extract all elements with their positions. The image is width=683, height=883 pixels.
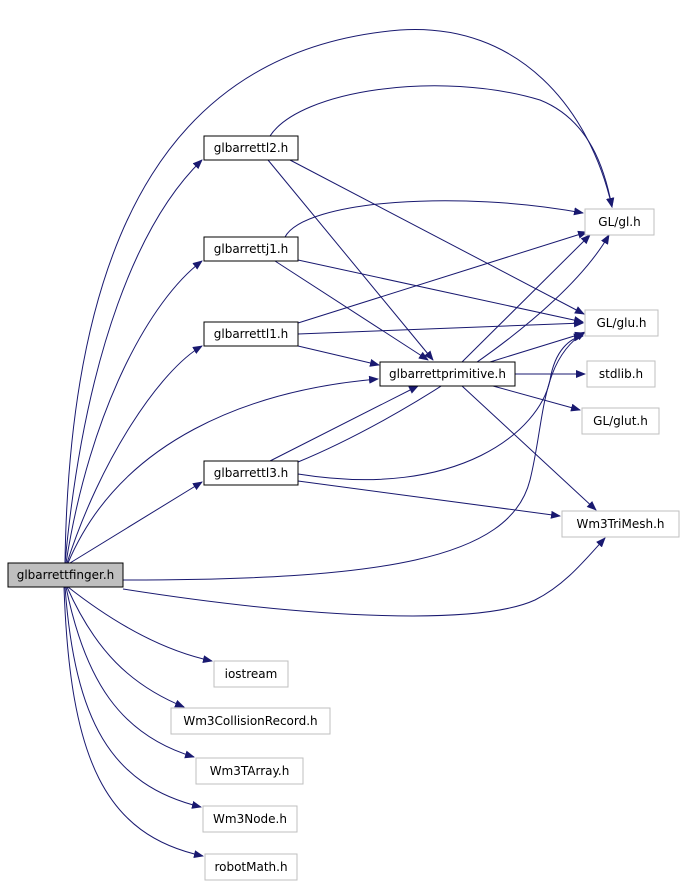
node-wm3tarray[interactable]: Wm3TArray.h (195, 757, 304, 785)
edge-glbarrettl3-to-gl_glu (297, 333, 584, 481)
edge-glbarrettfinger-to-glbarrettl1 (66, 345, 203, 564)
node-glbarrettprimitive[interactable]: glbarrettprimitive.h (379, 361, 516, 387)
node-label: Wm3TriMesh.h (576, 517, 664, 531)
node-robotmath[interactable]: robotMath.h (204, 853, 298, 881)
edge-glbarrettl3-to-glbarrettprimitive (269, 385, 419, 462)
node-label: glbarrettl1.h (214, 327, 289, 341)
node-glbarrettl2[interactable]: glbarrettl2.h (203, 135, 299, 161)
node-box (7, 562, 124, 588)
edges (63, 29, 615, 859)
node-label: stdlib.h (599, 367, 643, 381)
node-label: glbarrettj1.h (214, 242, 289, 256)
edge-glbarrettprimitive-to-gl_glut (492, 385, 581, 412)
node-box (170, 707, 331, 735)
node-box (203, 135, 299, 161)
node-label: GL/gl.h (598, 215, 640, 229)
node-box (213, 660, 289, 688)
edge-glbarrettprimitive-to-gl_glu (489, 331, 585, 363)
edge-glbarrettl3-to-wm3trimesh (297, 480, 561, 519)
node-box (203, 460, 299, 486)
edge-glbarrettfinger-to-gl_gl (64, 29, 614, 564)
node-box (202, 805, 298, 833)
node-wm3collisionrecord[interactable]: Wm3CollisionRecord.h (170, 707, 331, 735)
edge-glbarrettl2-to-gl_glu (289, 159, 585, 315)
node-label: glbarrettprimitive.h (389, 367, 506, 381)
node-box (195, 757, 304, 785)
edge-glbarrettl2-to-glbarrettprimitive (267, 159, 434, 361)
node-box (204, 853, 298, 881)
edge-glbarrettfinger-to-robotmath (63, 586, 204, 859)
node-label: glbarrettl2.h (214, 141, 289, 155)
node-glbarrettl1[interactable]: glbarrettl1.h (203, 321, 299, 347)
node-label: Wm3TArray.h (210, 764, 290, 778)
edge-glbarrettfinger-to-glbarrettl2 (64, 159, 203, 564)
edge-glbarrettfinger-to-wm3trimesh (122, 537, 606, 617)
edge-glbarrettj1-to-gl_gl (284, 200, 584, 238)
edge-glbarrettprimitive-to-wm3trimesh (461, 385, 597, 511)
nodes: glbarrettfinger.h glbarrettl2.h glbarrettj… (7, 135, 680, 881)
node-box (561, 510, 680, 538)
edge-glbarrettl2-to-gl_gl (269, 85, 615, 208)
node-box (203, 236, 299, 262)
edge-glbarrettj1-to-gl_glu (297, 259, 584, 324)
edge-glbarrettfinger-to-wm3tarray (65, 586, 195, 759)
node-wm3trimesh[interactable]: Wm3TriMesh.h (561, 510, 680, 538)
node-gl_glu[interactable]: GL/glu.h (584, 309, 659, 337)
edge-glbarrettfinger-to-wm3node (64, 586, 202, 809)
edge-glbarrettl1-to-glbarrettprimitive (297, 345, 380, 367)
node-glbarrettfinger: glbarrettfinger.h (7, 562, 124, 588)
node-label: Wm3CollisionRecord.h (183, 714, 317, 728)
edge-glbarrettfinger-to-glbarrettprimitive (67, 375, 379, 564)
node-box (581, 407, 660, 435)
edge-glbarrettprimitive-to-gl_gl (461, 234, 591, 363)
node-glbarrettl3[interactable]: glbarrettl3.h (203, 460, 299, 486)
edge-glbarrettl1-to-gl_gl (297, 230, 588, 324)
node-wm3node[interactable]: Wm3Node.h (202, 805, 298, 833)
node-box (586, 360, 656, 388)
node-box (203, 321, 299, 347)
node-stdlib[interactable]: stdlib.h (586, 360, 656, 388)
node-box (584, 309, 659, 337)
node-label: robotMath.h (214, 860, 287, 874)
node-iostream[interactable]: iostream (213, 660, 289, 688)
edge-glbarrettfinger-to-wm3collisionrecord (66, 586, 185, 708)
node-label: GL/glu.h (596, 316, 646, 330)
node-label: glbarrettl3.h (214, 466, 289, 480)
edge-glbarrettfinger-to-glbarrettl3 (69, 481, 203, 564)
edge-glbarrettfinger-to-iostream (67, 586, 213, 664)
node-box (379, 361, 516, 387)
edge-glbarrettfinger-to-glbarrettj1 (65, 260, 203, 564)
node-glbarrettj1[interactable]: glbarrettj1.h (203, 236, 299, 262)
node-box (584, 208, 655, 236)
node-gl_glut[interactable]: GL/glut.h (581, 407, 660, 435)
edge-glbarrettj1-to-glbarrettprimitive (274, 260, 429, 361)
node-label: GL/glut.h (593, 414, 648, 428)
node-label: glbarrettfinger.h (17, 568, 115, 582)
node-gl_gl[interactable]: GL/gl.h (584, 208, 655, 236)
node-label: Wm3Node.h (213, 812, 287, 826)
edge-glbarrettl1-to-gl_glu (297, 319, 584, 335)
node-label: iostream (225, 667, 278, 681)
edge-glbarrettfinger-to-gl_glu (122, 331, 586, 581)
